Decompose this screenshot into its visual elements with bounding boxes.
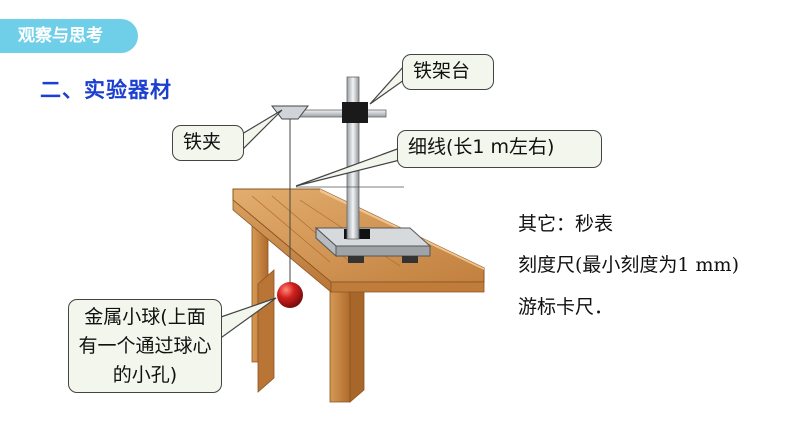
- other-item-vernier-caliper: 游标卡尺．: [518, 296, 614, 318]
- rod-clamp-block: [342, 102, 368, 123]
- label-metal-ball: 金属小球(上面有一个通过球心的小孔): [68, 299, 222, 393]
- section-heading: 二、实验器材: [40, 78, 172, 102]
- iron-clamp: [270, 105, 310, 120]
- callout-pointers: [217, 64, 405, 342]
- section-tag: 观察与思考: [0, 19, 138, 53]
- label-thread: 细线(长1 m左右): [397, 130, 602, 168]
- label-iron-clamp: 铁夹: [172, 125, 244, 161]
- stand-rod: [346, 76, 360, 240]
- label-iron-stand: 铁架台: [402, 54, 494, 90]
- metal-ball: [277, 282, 303, 308]
- other-item-ruler: 刻度尺(最小刻度为1 mm): [518, 254, 739, 276]
- other-item-stopwatch: 其它：秒表: [518, 213, 614, 235]
